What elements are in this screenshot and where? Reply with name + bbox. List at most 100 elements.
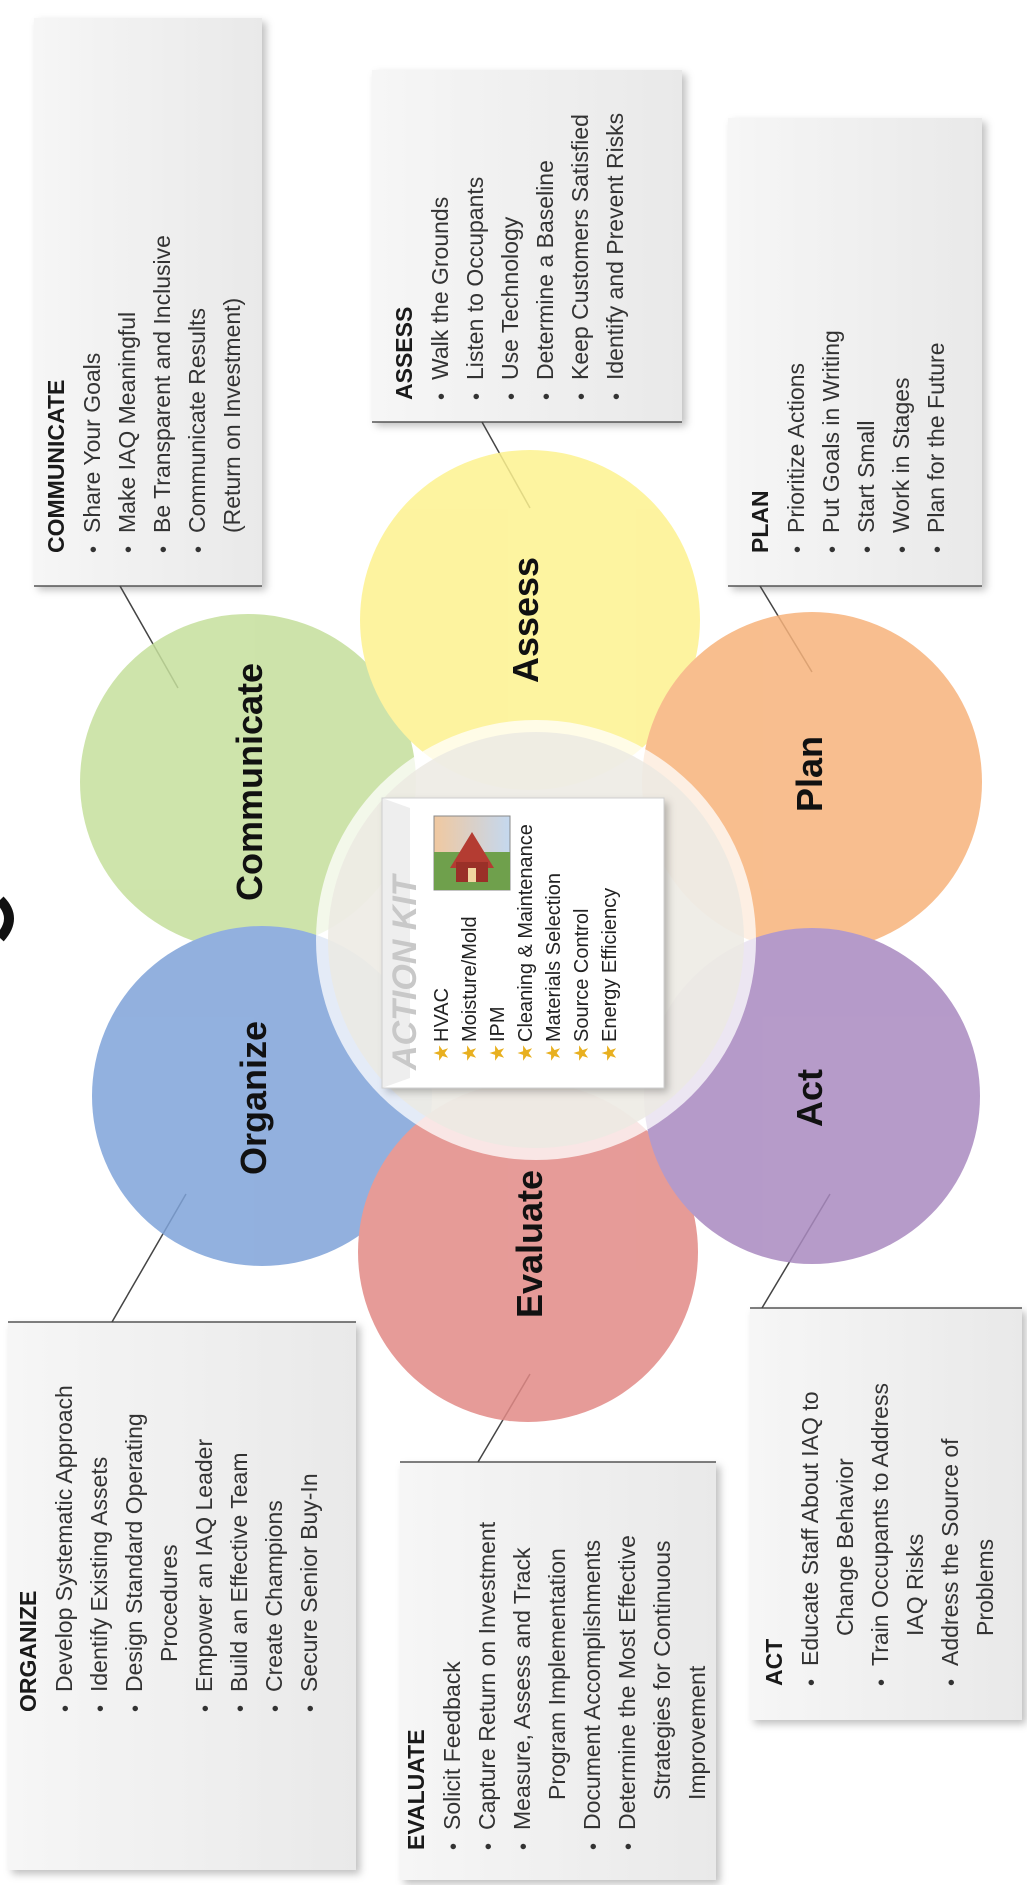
evaluate-bullet-3-cont: Program Implementation <box>544 1548 570 1800</box>
plan-bullet-4: Work in Stages <box>888 377 914 533</box>
action-kit-item-6: Source Control <box>571 909 593 1042</box>
organize-bullet-dot: • <box>195 1705 217 1712</box>
star-icon: ★ <box>487 1044 509 1062</box>
assess-bullet-2: Listen to Occupants <box>462 177 488 380</box>
plan-label: Plan <box>789 736 830 812</box>
organize-bullet-dot: • <box>265 1705 287 1712</box>
plan-bullet-1: Prioritize Actions <box>783 363 809 533</box>
communicate-bullet-1: Share Your Goals <box>79 353 105 533</box>
plan-bullet-5: Plan for the Future <box>923 343 949 534</box>
assess-label: Assess <box>505 557 546 683</box>
organize-bullet-dot: • <box>300 1705 322 1712</box>
action-kit-title: ACTION KIT <box>386 872 424 1071</box>
evaluate-bullet-5: Determine the Most Effective <box>614 1535 640 1830</box>
organize-bullet-3: Design Standard Operating <box>121 1413 147 1692</box>
assess-bullet-dot: • <box>606 393 628 400</box>
communicate-bullet-4: Communicate Results <box>184 308 210 533</box>
act-card-title: ACT <box>761 1639 787 1686</box>
communicate-bullet-dot: • <box>153 546 175 553</box>
plan-card: PLAN • Prioritize Actions • Put Goals in… <box>728 118 982 587</box>
action-kit-item-5: Materials Selection <box>543 873 565 1042</box>
circle-labels: Communicate Assess Plan Organize Evaluat… <box>229 557 830 1318</box>
school-building-image <box>433 815 511 891</box>
act-bullet-dot: • <box>801 1679 823 1686</box>
assess-card-title: ASSESS <box>391 307 417 400</box>
star-icon: ★ <box>459 1044 481 1062</box>
star-icon: ★ <box>515 1044 537 1062</box>
assess-bullet-dot: • <box>431 393 453 400</box>
star-icon: ★ <box>599 1044 621 1062</box>
action-kit-item-3: IPM <box>487 1006 509 1042</box>
assess-bullet-1: Walk the Grounds <box>427 197 453 380</box>
organize-bullet-dot: • <box>125 1705 147 1712</box>
organize-bullet-dot: • <box>55 1705 77 1712</box>
evaluate-bullet-dot: • <box>478 1843 500 1850</box>
assess-bullet-dot: • <box>501 393 523 400</box>
petals <box>80 450 982 1422</box>
evaluate-bullet-dot: • <box>513 1843 535 1850</box>
action-kit-item-7: Energy Efficiency <box>599 888 621 1042</box>
organize-bullet-5: Build an Effective Team <box>226 1452 252 1692</box>
evaluate-bullet-4: Document Accomplishments <box>579 1540 605 1830</box>
act-bullet-2-cont: IAQ Risks <box>902 1534 928 1636</box>
assess-bullet-4: Determine a Baseline <box>532 160 558 380</box>
communicate-bullet-3: Be Transparent and Inclusive <box>149 235 175 533</box>
evaluate-bullet-3: Measure, Assess and Track <box>509 1547 535 1830</box>
act-bullet-dot: • <box>941 1679 963 1686</box>
star-icon: ★ <box>431 1044 453 1062</box>
communicate-card: COMMUNICATE • Share Your Goals • Make IA… <box>34 18 262 587</box>
communicate-card-title: COMMUNICATE <box>43 380 69 553</box>
act-bullet-1-cont: Change Behavior <box>832 1458 858 1636</box>
plan-bullet-dot: • <box>787 546 809 553</box>
act-bullet-1: Educate Staff About IAQ to <box>797 1392 823 1666</box>
communicate-bullet-dot: • <box>118 546 140 553</box>
organize-bullet-dot: • <box>230 1705 252 1712</box>
communicate-bullet-2: Make IAQ Meaningful <box>114 312 140 533</box>
organize-card-title: ORGANIZE <box>15 1591 41 1712</box>
action-kit-item-4: Cleaning & Maintenance <box>515 824 537 1042</box>
assess-bullet-5: Keep Customers Satisfied <box>567 114 593 380</box>
evaluate-bullet-2: Capture Return on Investment <box>474 1521 500 1830</box>
action-kit-item-1: HVAC <box>431 988 453 1042</box>
plan-bullet-3: Start Small <box>853 421 879 533</box>
star-icon: ★ <box>543 1044 565 1062</box>
assess-bullet-dot: • <box>466 393 488 400</box>
organize-bullet-6: Create Champions <box>261 1500 287 1692</box>
act-bullet-3: Address the Source of <box>937 1438 963 1666</box>
plan-bullet-2: Put Goals in Writing <box>818 330 844 533</box>
communicate-bullet-dot: • <box>83 546 105 553</box>
assess-circle <box>360 450 700 790</box>
assess-bullet-3: Use Technology <box>497 216 523 380</box>
organize-bullet-2: Identify Existing Assets <box>86 1457 112 1692</box>
plan-bullet-dot: • <box>857 546 879 553</box>
action-kit-item-2: Moisture/Mold <box>459 916 481 1042</box>
evaluate-card-title: EVALUATE <box>403 1729 429 1850</box>
evaluate-bullet-1: Solicit Feedback <box>439 1661 465 1830</box>
evaluate-bullet-5-cont: Strategies for Continuous <box>649 1540 675 1800</box>
cropped-title-glyph <box>0 896 14 942</box>
assess-bullet-dot: • <box>571 393 593 400</box>
organize-bullet-1: Develop Systematic Approach <box>51 1385 77 1692</box>
evaluate-label: Evaluate <box>509 1170 550 1318</box>
action-kit-box: ACTION KIT ★ HVAC ★ Moisture/Mold ★ IPM … <box>381 797 665 1089</box>
evaluate-bullet-dot: • <box>618 1843 640 1850</box>
organize-bullet-dot: • <box>90 1705 112 1712</box>
evaluate-bullet-5-cont2: Improvement <box>684 1665 710 1800</box>
plan-bullet-dot: • <box>927 546 949 553</box>
act-bullet-3-cont: Problems <box>972 1539 998 1636</box>
act-bullet-2: Train Occupants to Address <box>867 1383 893 1666</box>
communicate-label: Communicate <box>229 663 270 901</box>
evaluate-bullet-dot: • <box>583 1843 605 1850</box>
organize-bullet-7: Secure Senior Buy-In <box>296 1473 322 1692</box>
organize-card: ORGANIZE • Develop Systematic Approach •… <box>8 1321 356 1870</box>
organize-bullet-3-cont: Procedures <box>156 1544 182 1662</box>
assess-bullet-6: Identify and Prevent Risks <box>602 113 628 380</box>
communicate-bullet-4-cont: (Return on Investment) <box>219 298 245 533</box>
evaluate-circle <box>358 1082 698 1422</box>
act-card: ACT • Educate Staff About IAQ to Change … <box>750 1307 1022 1720</box>
assess-card: ASSESS • Walk the Grounds • Listen to Oc… <box>372 70 682 423</box>
plan-bullet-dot: • <box>822 546 844 553</box>
organize-bullet-4: Empower an IAQ Leader <box>191 1439 217 1692</box>
